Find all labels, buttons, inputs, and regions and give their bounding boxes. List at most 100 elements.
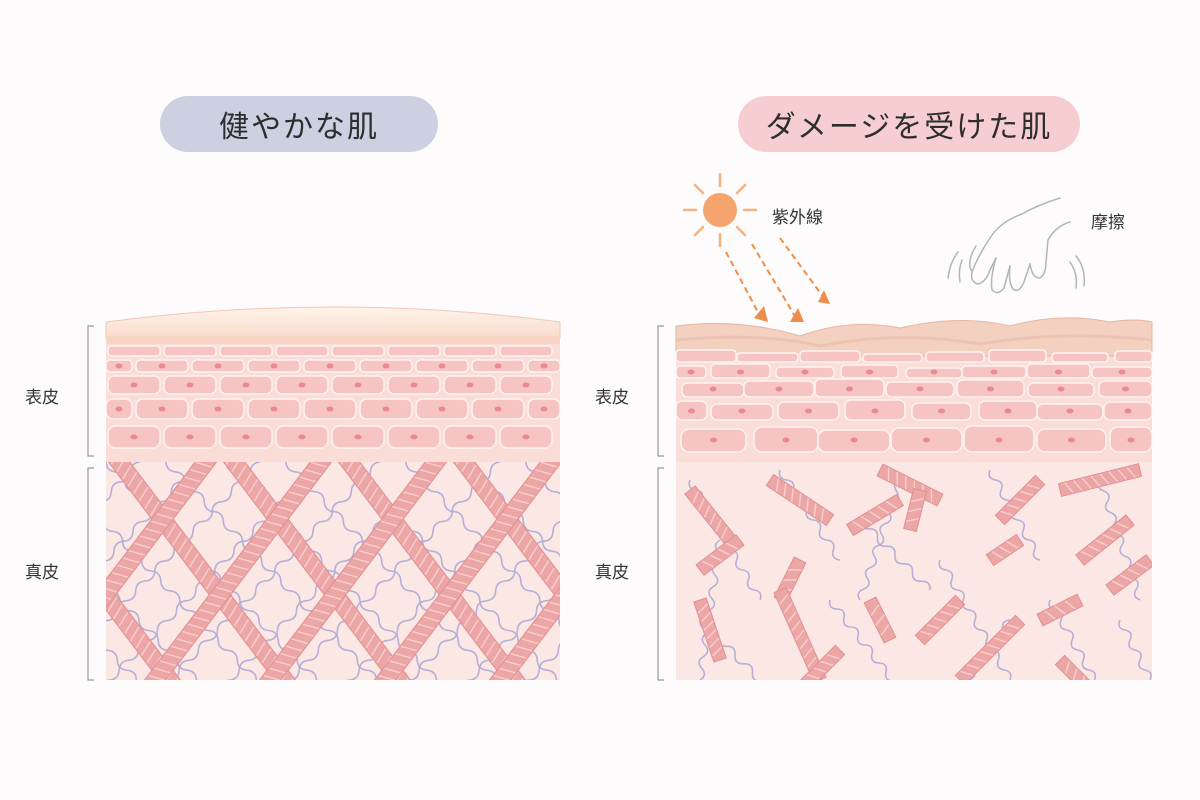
collagen-twist bbox=[712, 646, 723, 657]
collagen-twist bbox=[392, 505, 409, 512]
collagen-twist bbox=[603, 683, 619, 687]
collagen-twist bbox=[1102, 533, 1115, 541]
collagen-twist bbox=[291, 638, 308, 645]
cell-nucleus bbox=[850, 437, 858, 443]
collagen-twist bbox=[146, 648, 157, 664]
collagen-twist bbox=[308, 616, 325, 623]
collagen-twist bbox=[589, 551, 605, 555]
collagen-twist bbox=[637, 639, 653, 643]
skin-cell bbox=[736, 352, 799, 363]
cell-nucleus bbox=[709, 386, 717, 392]
collagen-twist bbox=[512, 498, 529, 505]
collagen-twist bbox=[806, 673, 820, 680]
cell-nucleus bbox=[130, 382, 138, 388]
collagen-twist bbox=[624, 671, 633, 685]
cell-nucleus bbox=[1057, 386, 1065, 392]
collagen-twist bbox=[401, 645, 418, 652]
collagen-twist bbox=[110, 462, 114, 465]
cell-nucleus bbox=[846, 386, 853, 392]
collagen-twist bbox=[52, 524, 61, 538]
collagen-twist bbox=[58, 531, 67, 545]
cell-nucleus bbox=[214, 406, 222, 412]
collagen-twist bbox=[520, 686, 529, 700]
collagen-twist bbox=[319, 601, 336, 608]
collagen-twist bbox=[516, 645, 533, 652]
collagen-twist bbox=[434, 601, 451, 608]
collagen-twist bbox=[973, 657, 987, 663]
collagen-twist bbox=[1109, 528, 1122, 535]
collagen-twist bbox=[363, 479, 373, 495]
collagen-twist bbox=[176, 677, 179, 680]
collagen-twist bbox=[650, 553, 659, 567]
collagen-twist bbox=[468, 557, 485, 564]
collagen-twist bbox=[263, 675, 280, 680]
collagen-twist bbox=[1116, 522, 1130, 530]
collagen-twist bbox=[1095, 539, 1108, 547]
collagen-twist bbox=[70, 477, 86, 481]
elastin-fiber bbox=[859, 519, 931, 591]
collagen-twist bbox=[232, 564, 249, 571]
collagen-twist bbox=[384, 667, 401, 674]
collagen-twist bbox=[611, 521, 627, 525]
collagen-twist bbox=[486, 641, 496, 656]
elastin-fiber bbox=[106, 527, 258, 680]
collagen-twist bbox=[494, 501, 505, 517]
collagen-twist bbox=[701, 560, 715, 568]
skin-cell bbox=[499, 345, 553, 357]
collagen-twist bbox=[783, 602, 793, 614]
collagen-twist bbox=[128, 550, 145, 556]
collagen-twist bbox=[49, 671, 58, 685]
collagen-twist bbox=[249, 542, 266, 549]
collagen-twist bbox=[14, 551, 30, 555]
collagen-twist bbox=[144, 494, 154, 509]
collagen-twist bbox=[145, 527, 162, 534]
skin-cell bbox=[387, 345, 441, 357]
collagen-twist bbox=[106, 588, 117, 593]
collagen-twist bbox=[579, 612, 588, 626]
cell-nucleus bbox=[738, 408, 746, 414]
collagen-twist bbox=[1126, 466, 1136, 478]
collagen-twist bbox=[590, 627, 599, 641]
collagen-twist bbox=[493, 675, 510, 680]
collagen-twist bbox=[376, 648, 387, 664]
collagen-twist bbox=[258, 683, 274, 687]
collagen-twist bbox=[577, 458, 586, 472]
collagen-twist bbox=[135, 633, 146, 649]
collagen-twist bbox=[452, 597, 463, 612]
collagen-twist bbox=[717, 548, 731, 556]
collagen-twist bbox=[940, 610, 954, 617]
sun-icon bbox=[682, 172, 758, 248]
collagen-twist bbox=[111, 572, 129, 578]
collagen-twist bbox=[966, 663, 980, 670]
collagen-twist bbox=[491, 648, 502, 664]
collagen-twist bbox=[1108, 471, 1119, 483]
elastin-fiber bbox=[285, 462, 498, 680]
cell-nucleus bbox=[270, 406, 278, 412]
collagen-twist bbox=[852, 520, 865, 530]
collagen-twist bbox=[156, 513, 173, 520]
collagen-twist bbox=[440, 594, 457, 600]
cell-nucleus bbox=[801, 369, 809, 375]
cell-nucleus bbox=[1066, 408, 1074, 414]
collagen-twist bbox=[655, 561, 664, 575]
collagen-twist bbox=[127, 472, 138, 487]
collagen-twist bbox=[260, 527, 277, 534]
collagen-twist bbox=[418, 552, 429, 568]
cell-nucleus bbox=[540, 363, 548, 369]
collagen-twist bbox=[297, 630, 314, 637]
cell-nucleus bbox=[1055, 369, 1062, 375]
collagen-twist bbox=[406, 638, 423, 645]
friction-label: 摩擦 bbox=[1091, 213, 1125, 233]
collagen-twist bbox=[24, 487, 33, 501]
collagen-twist bbox=[41, 509, 50, 523]
collagen-twist bbox=[188, 552, 199, 568]
collagen-twist bbox=[527, 630, 544, 637]
collagen-twist bbox=[998, 546, 1012, 554]
collagen-twist bbox=[549, 601, 560, 606]
cell-nucleus bbox=[1068, 437, 1075, 443]
collagen-twist bbox=[910, 497, 925, 503]
collagen-twist bbox=[1127, 568, 1141, 576]
collagen-twist bbox=[598, 690, 614, 694]
collagen-twist bbox=[118, 611, 129, 627]
collagen-twist bbox=[21, 634, 30, 648]
